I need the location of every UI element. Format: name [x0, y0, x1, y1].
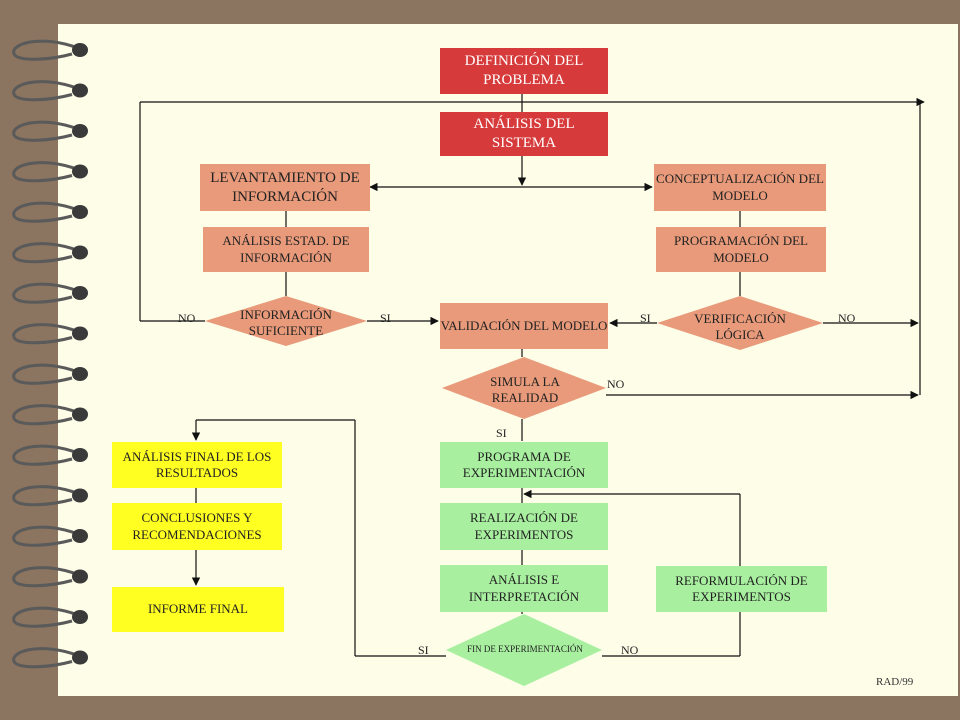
binding-hole	[72, 124, 88, 138]
spiral-ring	[12, 201, 79, 223]
branch-label-si: SI	[640, 311, 651, 325]
binding-hole	[72, 245, 88, 260]
definicion-problema-box: DEFINICIÓN DEL PROBLEMA	[440, 48, 608, 94]
binding-hole	[72, 326, 88, 341]
binding-hole	[72, 610, 88, 624]
branch-label-si: SI	[380, 311, 391, 325]
verificacion-logica-label: VERIFICACIÓN LÓGICA	[694, 310, 786, 342]
decision-verificacion-logica	[657, 296, 823, 350]
spiral-ring	[12, 161, 79, 183]
spiral-ring	[12, 120, 79, 142]
spiral-ring	[12, 80, 79, 102]
analisis-estad-box: ANÁLISIS ESTAD. DE INFORMACIÓN	[203, 227, 369, 272]
decision-informacion-suficiente	[205, 296, 367, 346]
spiral-ring	[12, 323, 79, 345]
decision-fin-experimentacion	[446, 614, 602, 686]
binding-hole	[72, 569, 88, 584]
validacion-modelo-box: VALIDACIÓN DEL MODELO	[440, 303, 608, 349]
branch-label-si: SI	[418, 643, 429, 657]
spiral-ring	[12, 242, 79, 264]
spiral-ring	[12, 39, 79, 61]
spiral-ring	[12, 606, 79, 628]
spiral-ring	[12, 525, 79, 547]
spiral-ring	[12, 444, 79, 466]
binding-hole	[72, 205, 88, 219]
binding-hole	[72, 43, 88, 57]
branch-label-no: NO	[621, 643, 639, 657]
realizacion-experimentos-box: REALIZACIÓN DE EXPERIMENTOS	[440, 503, 608, 550]
binding-hole	[72, 83, 88, 98]
footer-tag: RAD/99	[876, 676, 914, 688]
programacion-modelo-box: PROGRAMACIÓN DEL MODELO	[656, 227, 826, 272]
informe-final-box: INFORME FINAL	[112, 587, 284, 632]
spiral-ring	[12, 404, 79, 426]
branch-label-si: SI	[496, 426, 507, 440]
spiral-ring	[12, 647, 79, 669]
analisis-sistema-box: ANÁLISIS DEL SISTEMA	[440, 112, 608, 156]
spiral-ring	[12, 282, 79, 304]
binding-hole	[72, 529, 88, 543]
branch-label-no: NO	[838, 311, 856, 325]
spiral-binding	[12, 39, 88, 669]
analisis-final-box: ANÁLISIS FINAL DE LOS RESULTADOS	[112, 442, 282, 488]
fin-experimentacion-label: FIN DE EXPERIMENTACIÓN	[467, 644, 583, 655]
informacion-suficiente-label: INFORMACIÓN SUFICIENTE	[240, 306, 332, 338]
binding-hole	[72, 650, 88, 665]
binding-hole	[72, 164, 88, 179]
branch-label-no: NO	[607, 377, 625, 391]
simula-realidad-label: SIMULA LA REALIDAD	[490, 373, 560, 405]
analisis-interpretacion-box: ANÁLISIS E INTERPRETACIÓN	[440, 565, 608, 612]
binding-hole	[72, 488, 88, 503]
conceptualizacion-modelo-box: CONCEPTUALIZACIÓN DEL MODELO	[654, 164, 826, 211]
decision-simula-realidad	[442, 357, 606, 419]
binding-hole	[72, 286, 88, 300]
spiral-ring	[12, 566, 79, 588]
binding-hole	[72, 448, 88, 462]
binding-hole	[72, 367, 88, 381]
levantamiento-informacion-box: LEVANTAMIENTO DE INFORMACIÓN	[200, 164, 370, 211]
conclusiones-box: CONCLUSIONES Y RECOMENDACIONES	[112, 503, 282, 550]
spiral-ring	[12, 485, 79, 507]
programa-experimentacion-box: PROGRAMA DE EXPERIMENTACIÓN	[440, 442, 608, 488]
spiral-ring	[12, 363, 79, 385]
binding-hole	[72, 407, 88, 422]
reformulacion-experimentos-box: REFORMULACIÓN DE EXPERIMENTOS	[656, 566, 827, 612]
branch-label-no: NO	[178, 311, 196, 325]
